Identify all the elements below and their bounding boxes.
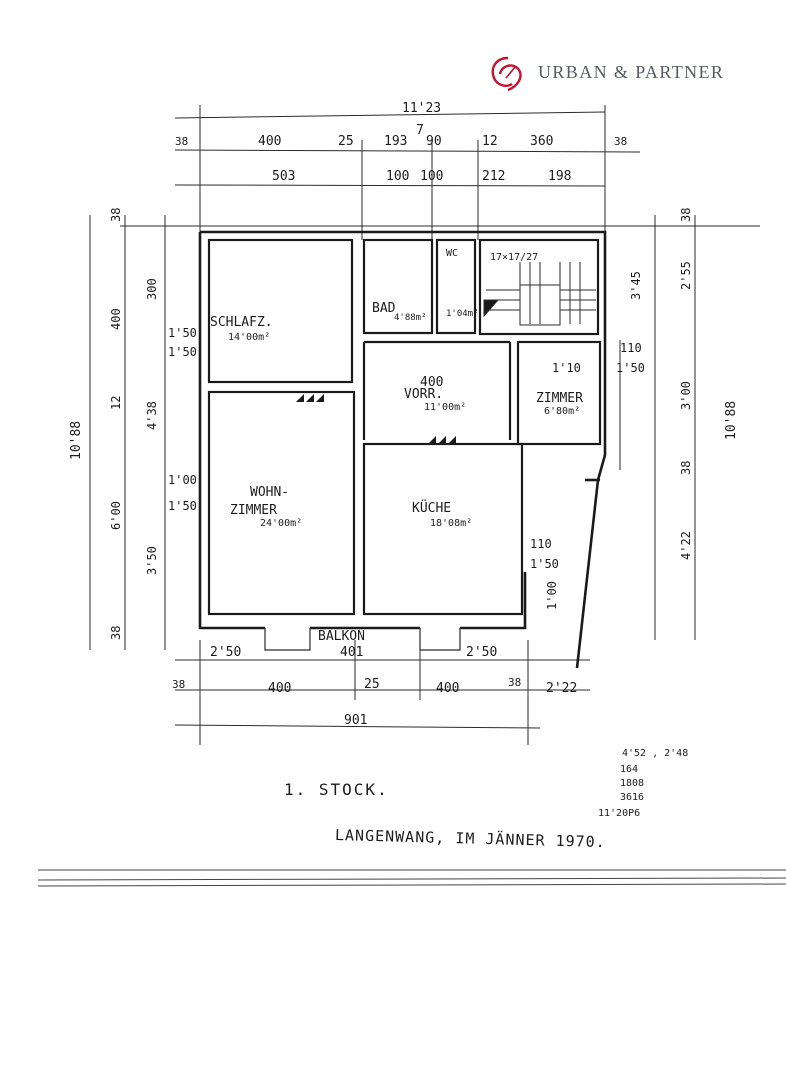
dim-right-7: 110 bbox=[620, 341, 642, 355]
room-kueche-area: 18'08m² bbox=[430, 518, 472, 529]
dim-top-row2-1: 400 bbox=[258, 134, 281, 149]
room-zimmer-name: ZIMMER bbox=[536, 391, 583, 406]
room-zimmer-walls bbox=[516, 340, 602, 446]
room-zimmer-area: 6'80m² bbox=[544, 406, 580, 417]
room-wohnzimmer-area: 24'00m² bbox=[260, 518, 302, 529]
calc-line: 1808 bbox=[620, 778, 645, 789]
room-schlafzimmer-walls bbox=[207, 238, 354, 384]
dim-top-row2-6: 12 bbox=[482, 134, 498, 149]
page-separator bbox=[37, 869, 786, 887]
dim-bottom-row2-0: 38 bbox=[172, 678, 185, 691]
dim-line-bottom-total bbox=[174, 724, 541, 729]
room-bad-area: 4'88m² bbox=[394, 313, 427, 323]
dim-top-row2-4: 7 bbox=[416, 123, 424, 138]
dim-left-9: 38 bbox=[109, 626, 123, 640]
room-vorraum-name: VORR. bbox=[404, 387, 443, 402]
dim-bottom-row1-0: 2'50 bbox=[210, 645, 241, 660]
dim-left-3: 12 bbox=[109, 396, 123, 410]
dim-right-3: 3'45 bbox=[629, 271, 643, 300]
room-wc-name: WC bbox=[446, 248, 458, 259]
dim-left-1: 300 bbox=[145, 278, 159, 300]
outer-walls bbox=[198, 230, 607, 669]
dim-bottom-row2-5: 2'22 bbox=[546, 681, 577, 696]
stairwell-walls bbox=[478, 238, 600, 336]
dim-right-8: 1'50 bbox=[616, 361, 645, 375]
dim-right-0: 38 bbox=[679, 208, 693, 222]
dim-right-12: 1'00 bbox=[545, 581, 559, 610]
dim-top-row3-2: 100 bbox=[420, 169, 443, 184]
dim-left-11: 1'50 bbox=[168, 345, 197, 359]
chimney-marks bbox=[296, 394, 456, 444]
dim-bottom-row2-2: 25 bbox=[364, 677, 380, 692]
room-wc-walls bbox=[435, 238, 477, 335]
dim-top-row3-1: 100 bbox=[386, 169, 409, 184]
dim-bottom-total: 901 bbox=[344, 713, 367, 728]
dim-right-6: 4'22 bbox=[679, 531, 693, 560]
dim-top-total: 11'23 bbox=[402, 101, 441, 116]
calc-line: 4'52 , 2'48 bbox=[622, 748, 689, 759]
dim-top-row3-4: 198 bbox=[548, 169, 571, 184]
room-wohnzimmer-name-2: ZIMMER bbox=[230, 503, 277, 518]
dim-left-6: 1'50 bbox=[168, 499, 197, 513]
dim-right-10: 110 bbox=[530, 537, 552, 551]
dim-right-4: 3'00 bbox=[679, 381, 693, 410]
dim-right-1: 2'55 bbox=[679, 261, 693, 290]
room-wohnzimmer-walls bbox=[207, 390, 356, 616]
dim-bottom-row2-3: 400 bbox=[436, 681, 459, 696]
room-schlafzimmer-area: 14'00m² bbox=[228, 332, 270, 343]
dim-ticks-top bbox=[199, 105, 606, 240]
stair-label: 17×17/27 bbox=[490, 252, 538, 263]
dim-left-4: 4'38 bbox=[145, 401, 159, 430]
calc-line: 164 bbox=[620, 764, 639, 775]
dim-bottom-row2-4: 38 bbox=[508, 676, 521, 689]
urban-partner-swirl-icon bbox=[491, 56, 522, 92]
room-vorraum-area: 11'00m² bbox=[424, 402, 466, 413]
room-wohnzimmer-name-1: WOHN- bbox=[250, 485, 289, 500]
room-balkon-name: BALKON bbox=[318, 629, 365, 644]
dim-line-top-row3 bbox=[174, 184, 606, 187]
dim-top-row2-5: 90 bbox=[426, 134, 442, 149]
dim-right-9: 1'10 bbox=[552, 361, 581, 375]
dim-top-row2-0: 38 bbox=[175, 135, 188, 148]
floor-label: 1. STOCK. bbox=[284, 780, 389, 799]
dim-right-2: 10'88 bbox=[724, 401, 739, 440]
room-bad-walls bbox=[362, 238, 434, 335]
dim-top-row2-3: 193 bbox=[384, 134, 407, 149]
room-kueche-walls bbox=[362, 442, 524, 616]
dim-top-row2-7: 360 bbox=[530, 134, 553, 149]
inner-walls bbox=[207, 238, 602, 616]
room-vorraum-dim: 400 bbox=[420, 375, 443, 390]
calc-line: 3616 bbox=[620, 792, 645, 803]
room-schlafzimmer-name: SCHLAFZ. bbox=[210, 315, 273, 330]
room-bad-name: BAD bbox=[372, 301, 396, 316]
room-wc-area: 1'04m² bbox=[446, 309, 479, 319]
dim-left-10: 1'50 bbox=[168, 326, 197, 340]
dim-right-11: 1'50 bbox=[530, 557, 559, 571]
dim-top-row3-3: 212 bbox=[482, 169, 505, 184]
dim-bottom-row2-1: 400 bbox=[268, 681, 291, 696]
dim-right-5: 38 bbox=[679, 461, 693, 475]
dim-top-row2-2: 25 bbox=[338, 134, 354, 149]
dim-bottom-row1-2: 2'50 bbox=[466, 645, 497, 660]
company-name: URBAN & PARTNER bbox=[538, 62, 725, 82]
stair-steps bbox=[483, 262, 596, 326]
dim-top-row3-0: 503 bbox=[272, 169, 295, 184]
dim-left-0: 400 bbox=[109, 308, 123, 330]
calculation-note: 4'52 , 2'48 164 1808 3616 11'20P6 bbox=[598, 748, 718, 828]
dim-left-5: 1'00 bbox=[168, 473, 197, 487]
dim-left-8: 3'50 bbox=[145, 546, 159, 575]
dim-top-row2-8: 38 bbox=[614, 135, 627, 148]
dim-line-top-row2 bbox=[174, 149, 641, 153]
room-kueche-name: KÜCHE bbox=[412, 499, 451, 516]
calc-line: 11'20P6 bbox=[598, 808, 641, 819]
dim-left-7: 6'00 bbox=[109, 501, 123, 530]
dim-left-2: 10'88 bbox=[69, 421, 84, 460]
dim-line-top-total bbox=[174, 111, 606, 119]
balcony-doors bbox=[264, 628, 461, 651]
company-logo: URBAN & PARTNER bbox=[486, 54, 746, 94]
dim-bottom-row1-1: 401 bbox=[340, 645, 363, 660]
dim-left-12: 38 bbox=[109, 208, 123, 222]
